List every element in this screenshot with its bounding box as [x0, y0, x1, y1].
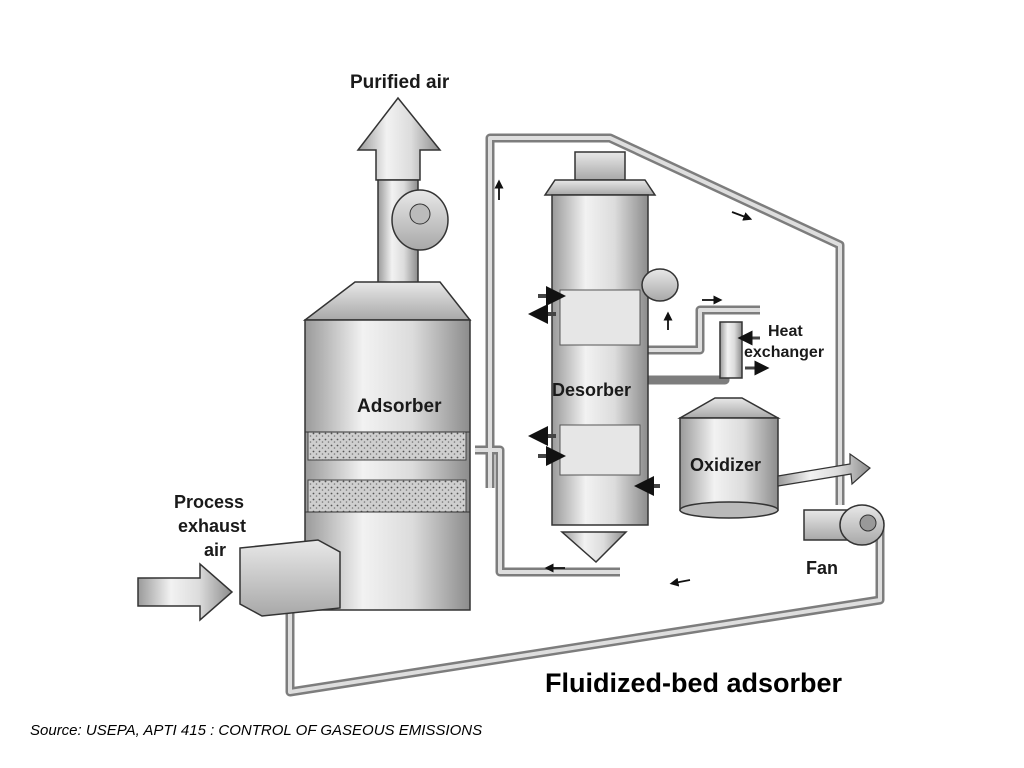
label-purified-air: Purified air: [350, 72, 450, 93]
label-process-3: air: [204, 540, 226, 560]
heat-exchanger: [719, 321, 770, 379]
process-exhaust-arrow: [137, 562, 234, 622]
label-heat-exchanger-1: Heat: [768, 323, 803, 340]
inlet-duct: [239, 539, 341, 617]
label-process-2: exhaust: [178, 516, 246, 536]
diagram-title: Fluidized-bed adsorber: [545, 668, 843, 698]
label-heat-exchanger-2: exchanger: [744, 344, 824, 361]
oxidizer-exhaust-arrow: [777, 452, 871, 487]
label-fan: Fan: [806, 558, 838, 578]
pipe-highlight: [288, 136, 882, 694]
adsorber-stack: [377, 179, 449, 286]
label-oxidizer: Oxidizer: [690, 455, 761, 475]
desorber-blower: [641, 268, 679, 302]
source-caption: Source: USEPA, APTI 415 : CONTROL OF GAS…: [30, 722, 483, 739]
label-process-1: Process: [174, 492, 244, 512]
desorber-column: [543, 151, 657, 564]
oxidizer: [677, 397, 781, 519]
desorber-small-arrows: [528, 286, 660, 496]
adsorber-vessel: [302, 281, 472, 611]
purified-air-arrow: [356, 96, 442, 181]
flow-arrows: [494, 179, 753, 587]
fan: [803, 504, 885, 546]
label-adsorber: Adsorber: [357, 396, 442, 417]
label-desorber: Desorber: [552, 380, 631, 400]
